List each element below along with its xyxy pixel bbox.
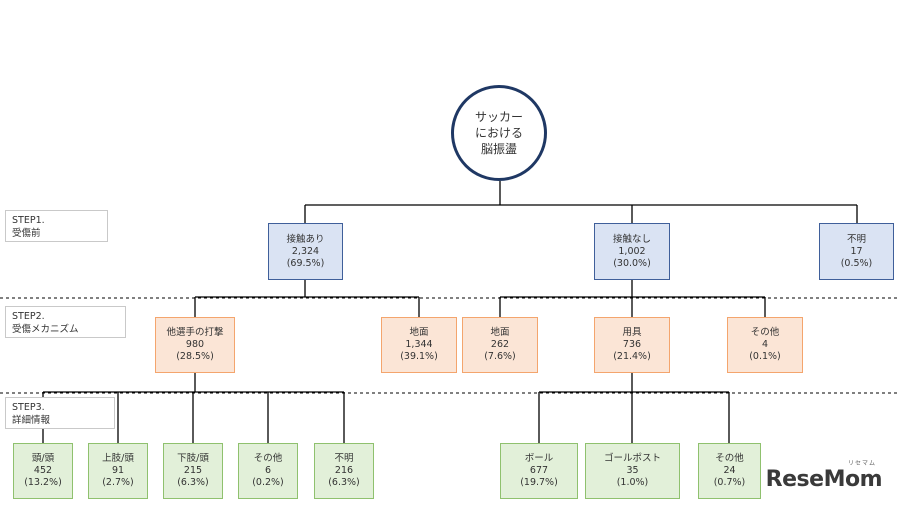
node-label: 頭/頭 — [31, 453, 55, 464]
node-percent: (0.1%) — [749, 351, 781, 362]
node-contact-no: 接触なし 1,002 (30.0%) — [594, 223, 670, 280]
node-count: 24 — [723, 465, 736, 476]
step2-title: STEP2. — [12, 311, 45, 322]
logo-text-b: Mom — [823, 467, 883, 492]
node-label: 他選手の打撃 — [166, 327, 224, 338]
node-label: 用具 — [622, 327, 642, 338]
step2-label: STEP2. 受傷メカニズム — [5, 306, 126, 338]
node-count: 1,002 — [618, 245, 646, 257]
node-count: 6 — [264, 465, 272, 476]
node-percent: (6.3%) — [177, 477, 209, 488]
node-label: 地面 — [490, 327, 510, 338]
node-equipment-other: その他 24 (0.7%) — [698, 443, 761, 499]
node-other-player-strike: 他選手の打撃 980 (28.5%) — [155, 317, 235, 373]
node-other-noncontact: その他 4 (0.1%) — [727, 317, 803, 373]
resemom-logo: リセマム ReseMom — [765, 460, 883, 492]
node-percent: (19.7%) — [520, 477, 558, 488]
root-line-1: サッカー — [474, 110, 523, 124]
node-label: 接触なし — [612, 233, 651, 245]
node-percent: (6.3%) — [328, 477, 360, 488]
node-percent: (0.7%) — [713, 477, 746, 488]
node-label: 下肢/頭 — [177, 453, 209, 464]
node-label: その他 — [253, 453, 283, 464]
node-count: 980 — [185, 339, 205, 350]
node-percent: (39.1%) — [400, 351, 438, 362]
step1-title: STEP1. — [12, 215, 45, 226]
node-count: 216 — [334, 465, 354, 476]
node-percent: (0.2%) — [252, 477, 284, 488]
node-label: 上肢/頭 — [102, 453, 134, 464]
step2-subtitle: 受傷メカニズム — [12, 324, 79, 335]
node-label: その他 — [750, 327, 780, 338]
node-percent: (13.2%) — [24, 477, 62, 488]
node-equipment: 用具 736 (21.4%) — [594, 317, 670, 373]
node-label: その他 — [715, 453, 744, 464]
step3-label: STEP3. 詳細情報 — [5, 397, 115, 429]
node-ground-contact: 地面 1,344 (39.1%) — [381, 317, 457, 373]
node-strike-other: その他 6 (0.2%) — [238, 443, 298, 499]
node-goalpost: ゴールポスト 35 (1.0%) — [585, 443, 680, 499]
node-label: 接触あり — [286, 233, 325, 245]
node-count: 2,324 — [291, 245, 320, 257]
node-percent: (2.7%) — [102, 477, 134, 488]
node-percent: (0.5%) — [840, 257, 873, 269]
node-count: 35 — [626, 465, 639, 476]
node-label: 地面 — [409, 327, 429, 338]
step3-title: STEP3. — [12, 402, 45, 413]
node-strike-unknown: 不明 216 (6.3%) — [314, 443, 374, 499]
step1-subtitle: 受傷前 — [12, 228, 41, 239]
node-ground-noncontact: 地面 262 (7.6%) — [462, 317, 538, 373]
step3-subtitle: 詳細情報 — [12, 415, 51, 426]
logo-ruby: リセマム — [847, 460, 876, 467]
node-percent: (7.6%) — [484, 351, 516, 362]
logo-text-a: Rese — [765, 467, 824, 492]
root-line-3: 脳振盪 — [480, 142, 517, 156]
node-percent: (1.0%) — [616, 477, 649, 488]
root-line-2: における — [474, 126, 523, 140]
node-upper-limb-head: 上肢/頭 91 (2.7%) — [88, 443, 148, 499]
node-count: 215 — [183, 465, 203, 476]
node-label: 不明 — [334, 453, 354, 464]
node-label: ゴールポスト — [603, 453, 661, 464]
node-count: 1,344 — [405, 339, 433, 350]
node-percent: (69.5%) — [286, 257, 325, 269]
node-head-head: 頭/頭 452 (13.2%) — [13, 443, 73, 499]
root-node-soccer-concussion: サッカー における 脳振盪 — [451, 85, 547, 181]
node-count: 677 — [529, 465, 549, 476]
node-ball: ボール 677 (19.7%) — [500, 443, 578, 499]
node-contact-yes: 接触あり 2,324 (69.5%) — [268, 223, 343, 280]
node-count: 4 — [761, 339, 769, 350]
node-count: 452 — [33, 465, 53, 476]
node-label: ボール — [524, 453, 554, 464]
node-percent: (21.4%) — [613, 351, 651, 362]
node-count: 736 — [622, 339, 642, 350]
step1-label: STEP1. 受傷前 — [5, 210, 108, 242]
node-lower-limb-head: 下肢/頭 215 (6.3%) — [163, 443, 223, 499]
node-percent: (30.0%) — [613, 257, 651, 269]
node-label: 不明 — [846, 233, 866, 245]
node-count: 91 — [111, 465, 125, 476]
node-count: 17 — [850, 245, 863, 257]
node-contact-unknown: 不明 17 (0.5%) — [819, 223, 894, 280]
node-percent: (28.5%) — [176, 351, 214, 362]
node-count: 262 — [490, 339, 510, 350]
